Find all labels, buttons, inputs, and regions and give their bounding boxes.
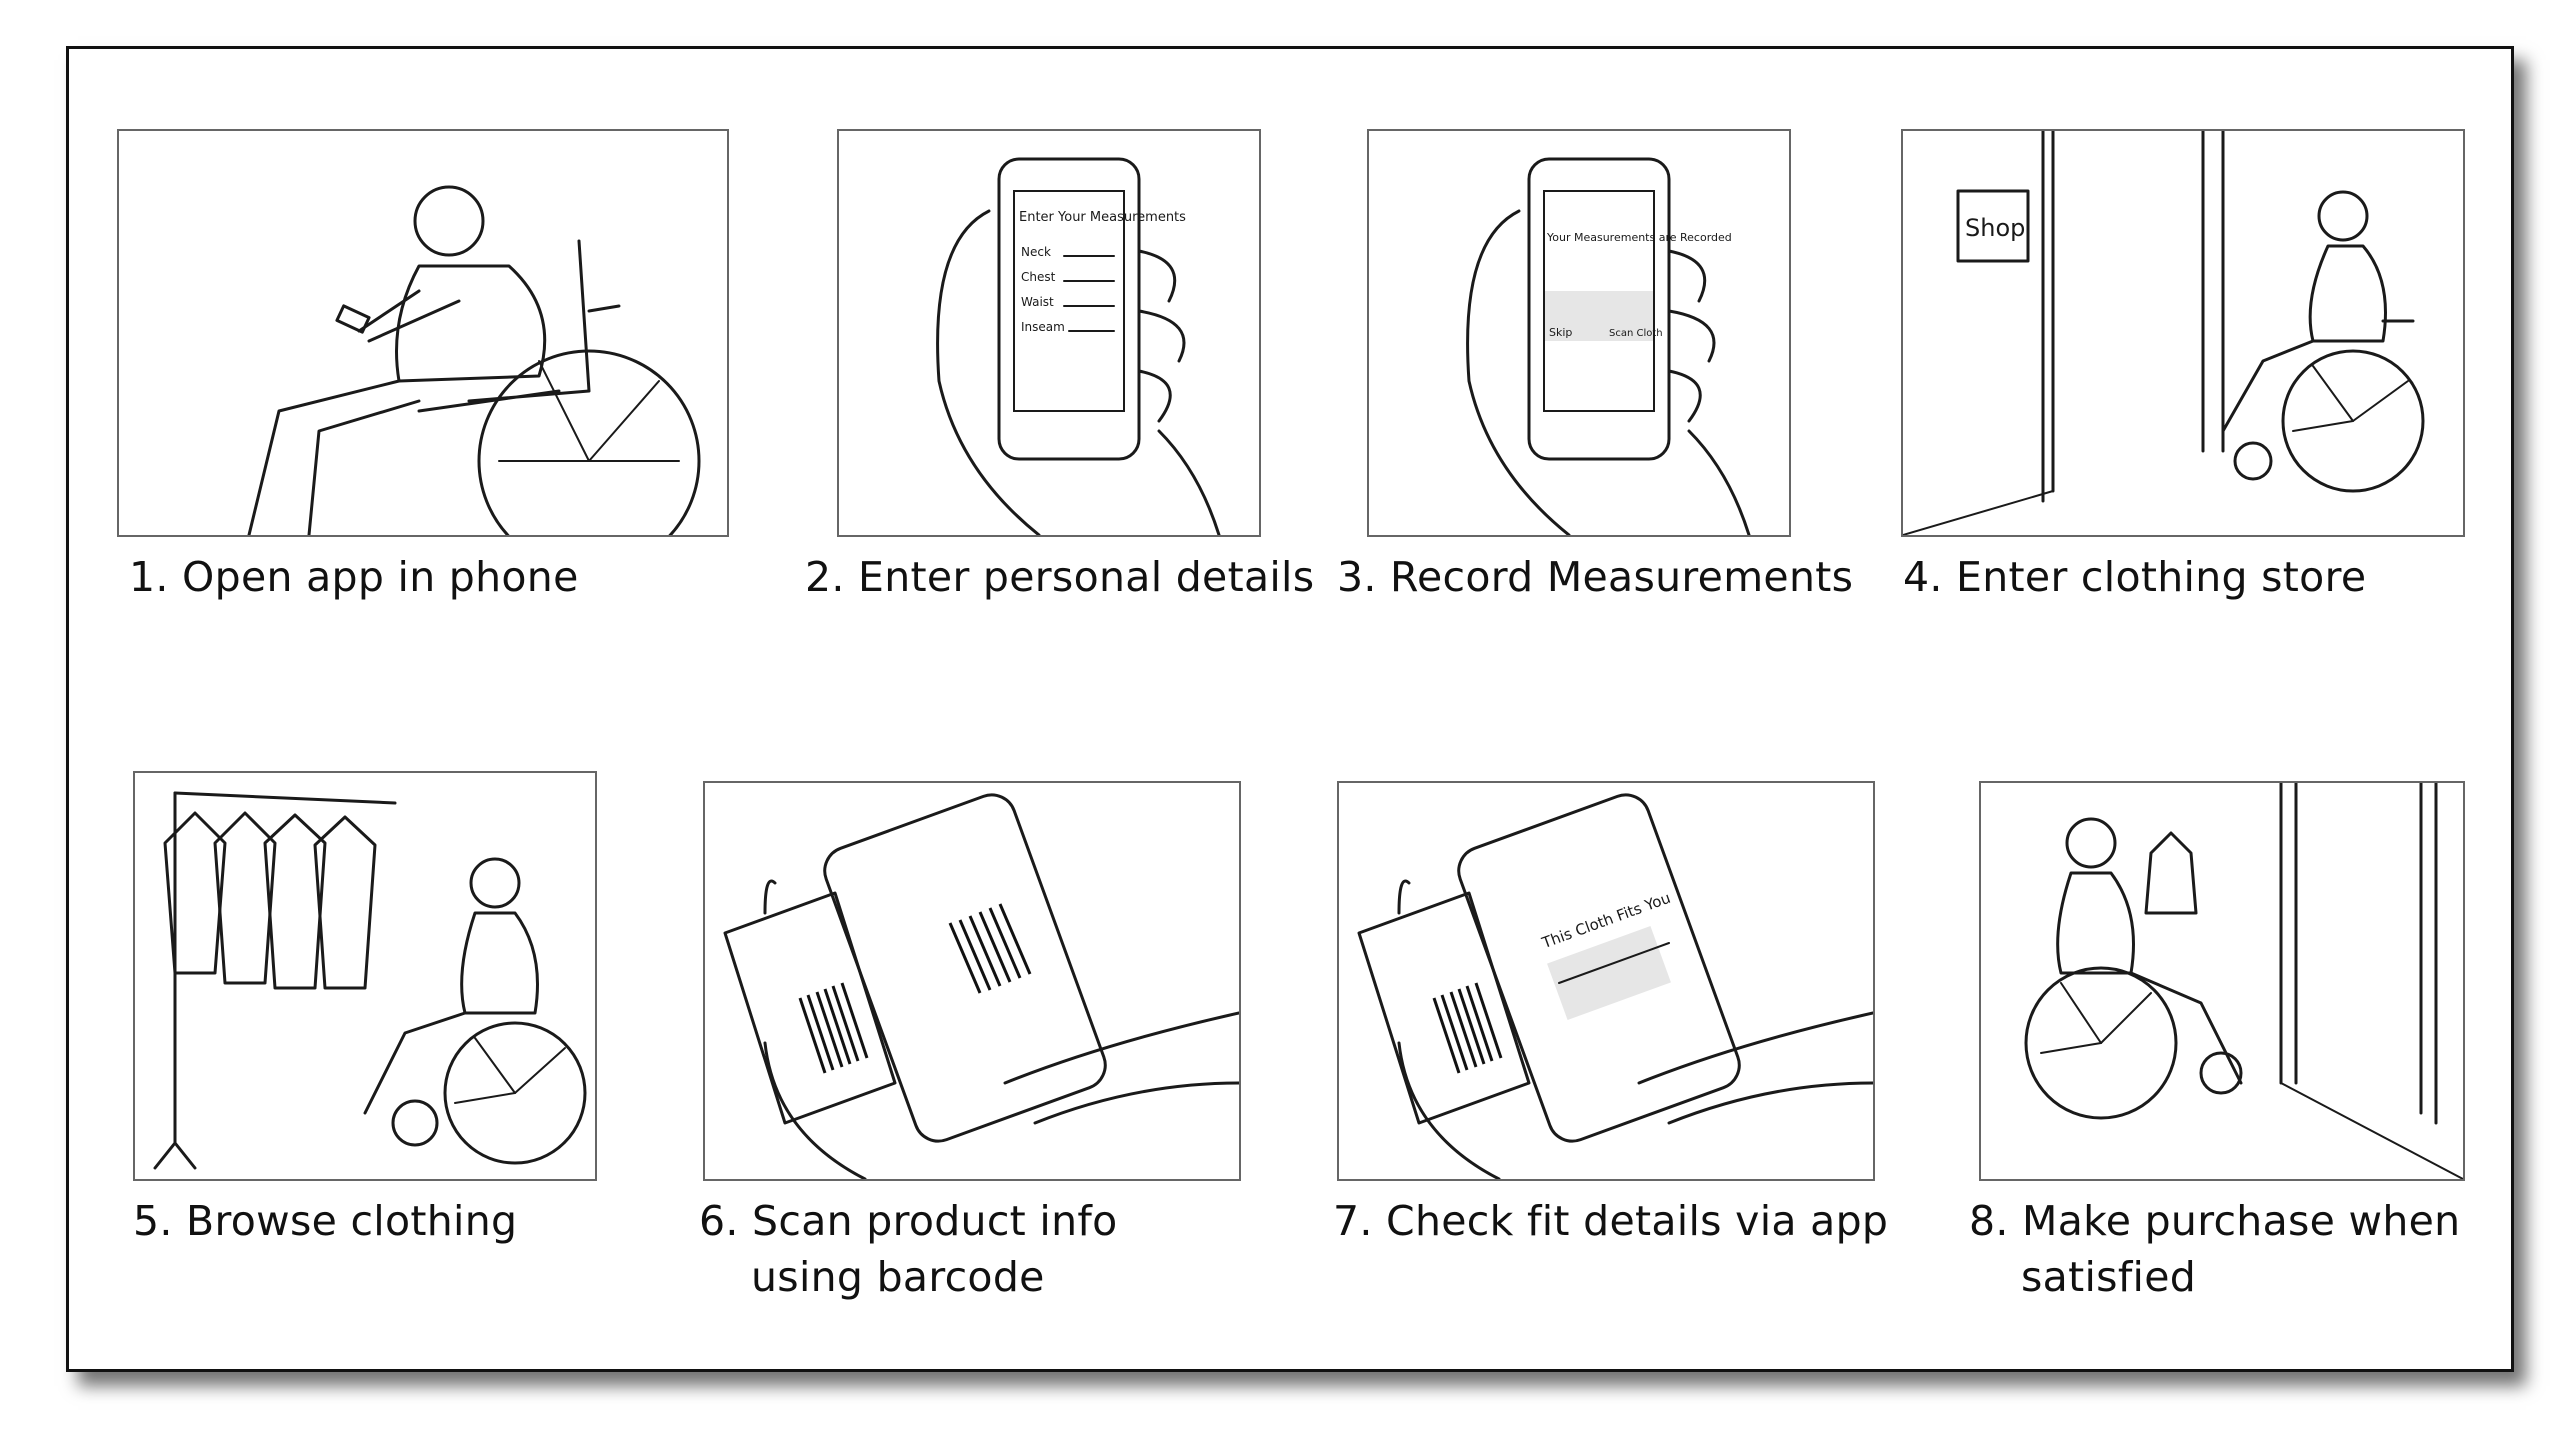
panel-2-enter-details: Enter Your Measurements Neck Chest Waist… xyxy=(837,129,1261,537)
panel-1-open-app xyxy=(117,129,729,537)
skip-sketch: Skip xyxy=(1549,326,1572,339)
caption-7: 7. Check fit details via app xyxy=(1333,1193,1888,1249)
panel-3-record-measurements: Your Measurements are Recorded Skip Scan… xyxy=(1367,129,1791,537)
measure-title-sketch: Enter Your Measurements xyxy=(1019,210,1186,225)
wheelchair-user-icon xyxy=(119,131,727,535)
caption-6-text: 6. Scan product info xyxy=(699,1197,1117,1245)
caption-1: 1. Open app in phone xyxy=(129,549,579,605)
caption-2-text: 2. Enter personal details xyxy=(805,553,1314,601)
caption-6: 6. Scan product info using barcode xyxy=(699,1193,1117,1305)
caption-8-text: 8. Make purchase when xyxy=(1969,1197,2460,1245)
recorded-msg-sketch: Your Measurements are Recorded xyxy=(1546,231,1732,244)
scan-cloth-sketch: Scan Cloth xyxy=(1609,328,1663,339)
panel-4-enter-store: Shop xyxy=(1901,129,2465,537)
svg-text:Chest: Chest xyxy=(1021,270,1056,284)
barcode-tag-icon xyxy=(705,783,1239,1179)
svg-text:Waist: Waist xyxy=(1021,295,1054,309)
panel-6-scan-barcode xyxy=(703,781,1241,1181)
caption-4: 4. Enter clothing store xyxy=(1903,549,2366,605)
svg-text:Inseam: Inseam xyxy=(1021,320,1065,334)
measure-fields-sketch: Neck Chest Waist Inseam xyxy=(1021,245,1114,334)
caption-3: 3. Record Measurements xyxy=(1337,549,1853,605)
shop-sign-sketch: Shop xyxy=(1965,214,2025,242)
caption-5-text: 5. Browse clothing xyxy=(133,1197,517,1245)
panel-8-purchase xyxy=(1979,781,2465,1181)
caption-3-text: 3. Record Measurements xyxy=(1337,553,1853,601)
shop-door-icon: Shop xyxy=(1903,131,2463,535)
phone-hand-icon: Enter Your Measurements Neck Chest Waist… xyxy=(839,131,1259,535)
caption-1-text: 1. Open app in phone xyxy=(129,553,579,601)
caption-4-text: 4. Enter clothing store xyxy=(1903,553,2366,601)
panel-7-check-fit: This Cloth Fits You xyxy=(1337,781,1875,1181)
phone-hand-icon: Your Measurements are Recorded Skip Scan… xyxy=(1369,131,1789,535)
caption-7-text: 7. Check fit details via app xyxy=(1333,1197,1888,1245)
caption-6-line2: using barcode xyxy=(699,1249,1117,1305)
panel-5-browse-clothing xyxy=(133,771,597,1181)
clothing-rack-icon xyxy=(135,773,595,1179)
wheelchair-user-icon xyxy=(1981,783,2463,1179)
svg-text:Neck: Neck xyxy=(1021,245,1051,259)
phone-hand-icon: This Cloth Fits You xyxy=(1339,783,1873,1179)
caption-8: 8. Make purchase when satisfied xyxy=(1969,1193,2460,1305)
caption-2: 2. Enter personal details xyxy=(805,549,1314,605)
caption-5: 5. Browse clothing xyxy=(133,1193,517,1249)
storyboard: 1. Open app in phone Enter Your Measurem… xyxy=(66,46,2514,1372)
caption-8-line2: satisfied xyxy=(1969,1249,2460,1305)
